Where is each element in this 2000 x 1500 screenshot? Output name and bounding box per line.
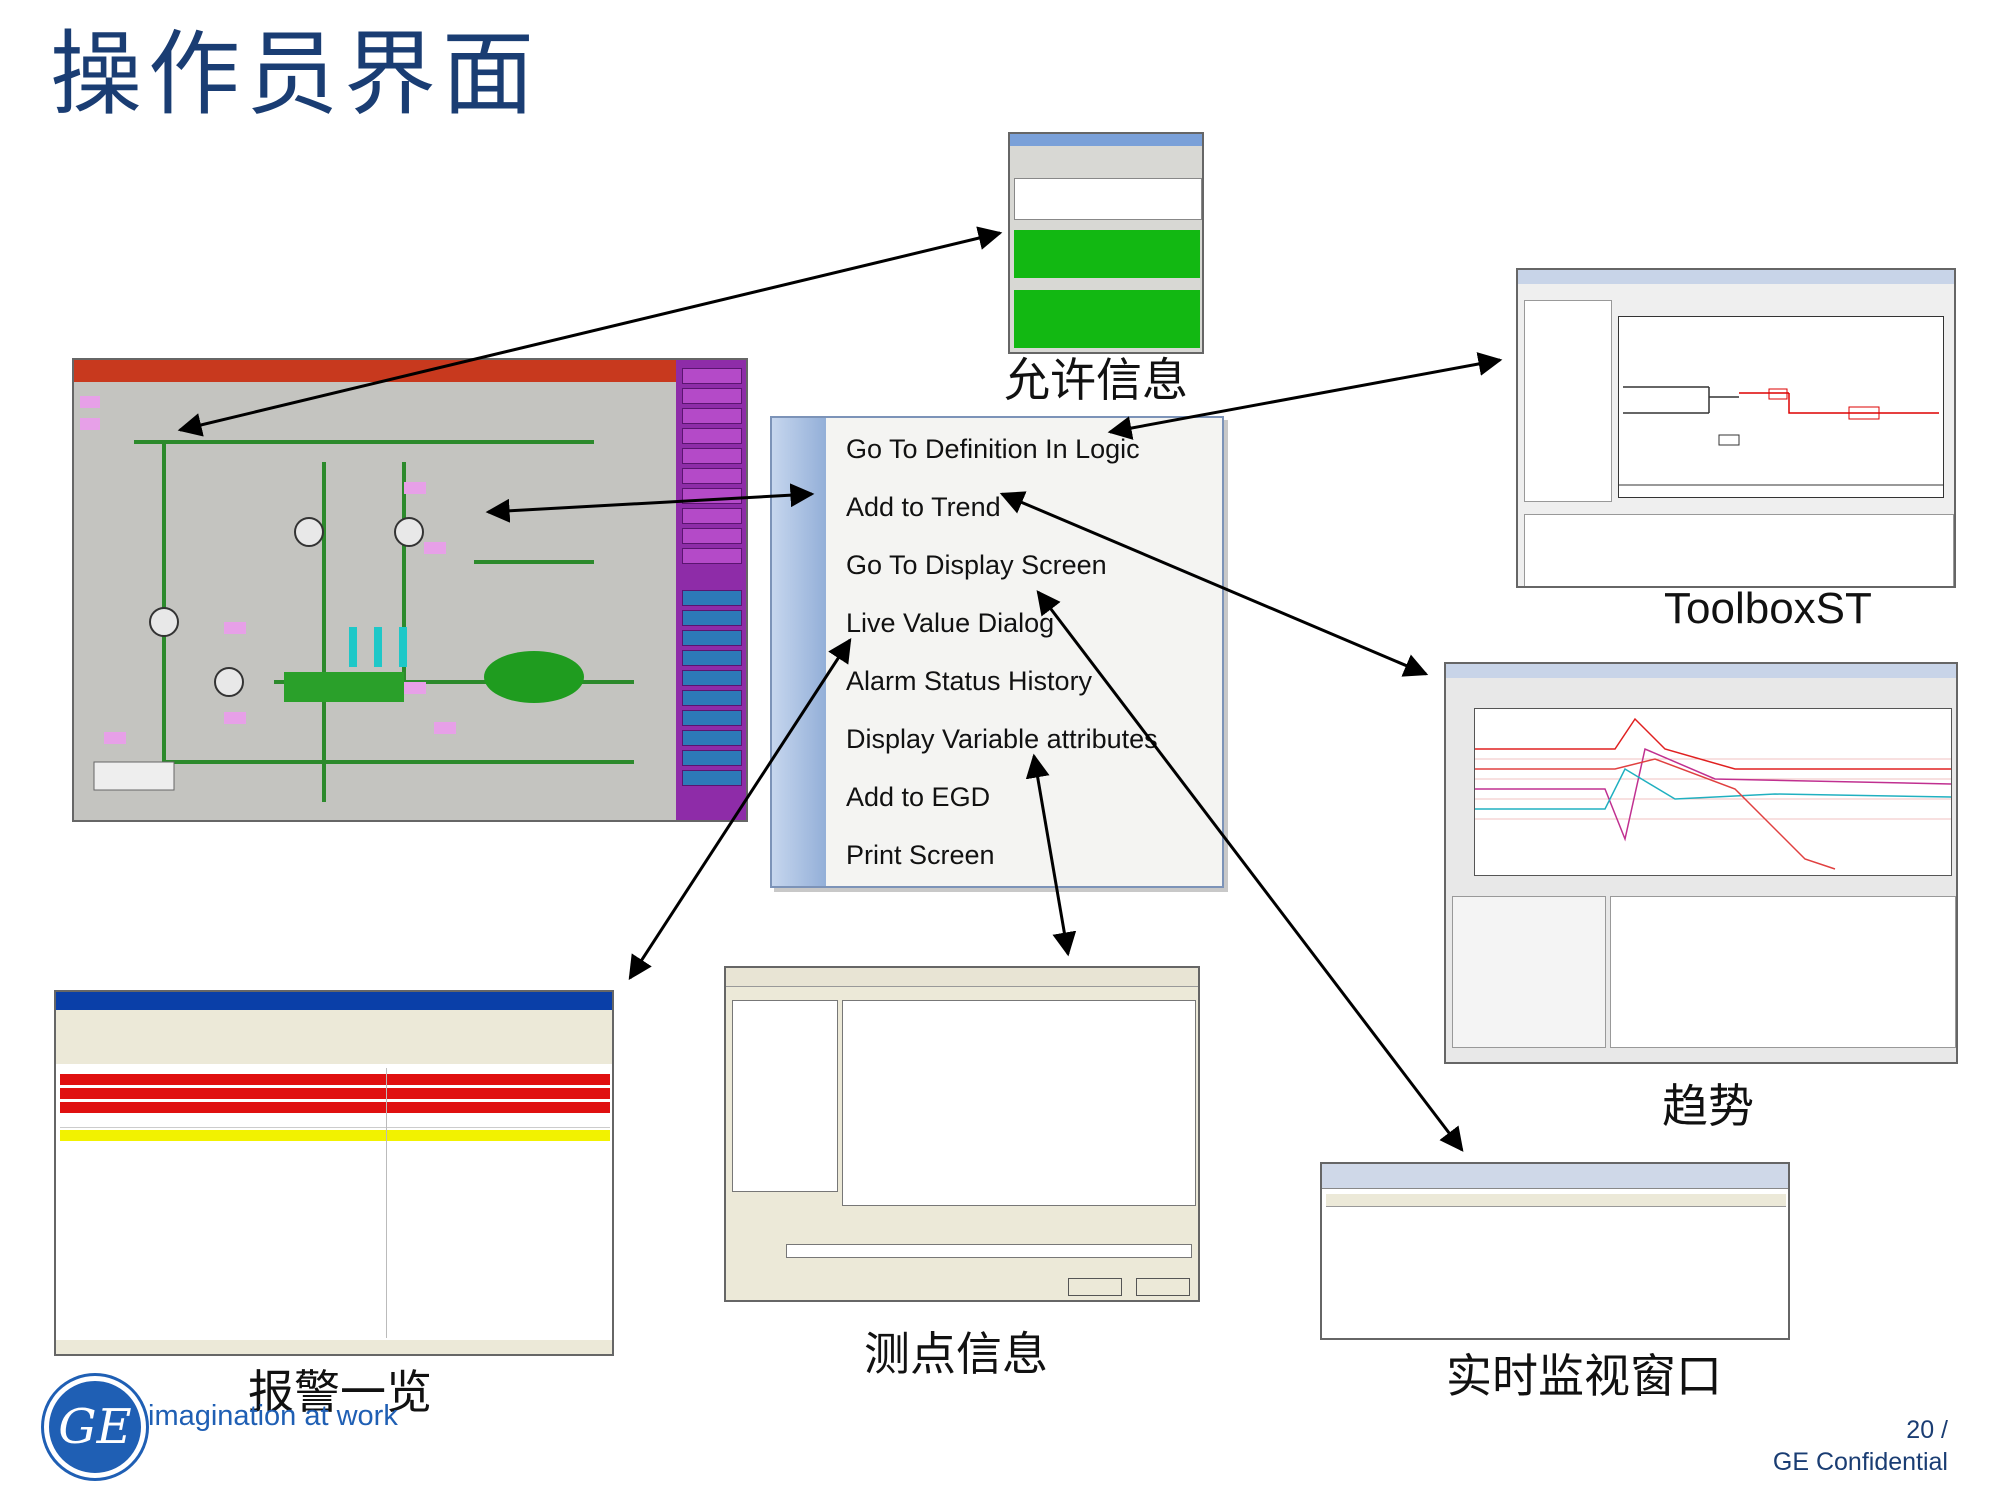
confidential-label: GE Confidential [1772, 1448, 1948, 1476]
tagline: imagination at work [148, 1400, 398, 1432]
caption-watch-window: 实时监视窗口 [1446, 1349, 1722, 1403]
arrow-icon [1107, 352, 1503, 440]
arrow-icon [628, 637, 852, 981]
page-number: 20 / [1906, 1416, 1948, 1444]
caption-point-info: 测点信息 [864, 1327, 1048, 1381]
trend-window-thumbnail [1444, 662, 1958, 1064]
slide-title: 操作员界面 [50, 21, 541, 128]
alarm-list-window-thumbnail [54, 990, 614, 1356]
arrow-icon [485, 483, 815, 523]
watch-window-thumbnail [1320, 1162, 1790, 1340]
menu-item-add-to-egd[interactable]: Add to EGD [846, 782, 991, 812]
page-footer: 20 / GE Confidential [1773, 1414, 1948, 1478]
toolboxst-window-thumbnail [1516, 268, 1956, 588]
arrow-icon [999, 491, 1429, 677]
menu-item-add-to-trend[interactable]: Add to Trend [846, 492, 1001, 522]
arrow-icon [177, 226, 1003, 437]
arrow-icon [1025, 753, 1077, 957]
caption-alarm-list: 报警一览 [248, 1365, 432, 1419]
menu-item-go-to-definition[interactable]: Go To Definition In Logic [846, 434, 1140, 464]
menu-item-print-screen[interactable]: Print Screen [846, 840, 995, 870]
hmi-process-graphic [80, 396, 634, 802]
caption-toolboxst: ToolboxST [1664, 584, 1872, 633]
arrow-icon [1036, 590, 1464, 1152]
ge-logo-icon: GE [44, 1376, 146, 1478]
caption-trend: 趋势 [1662, 1079, 1754, 1133]
permissives-window-thumbnail [1008, 132, 1204, 354]
